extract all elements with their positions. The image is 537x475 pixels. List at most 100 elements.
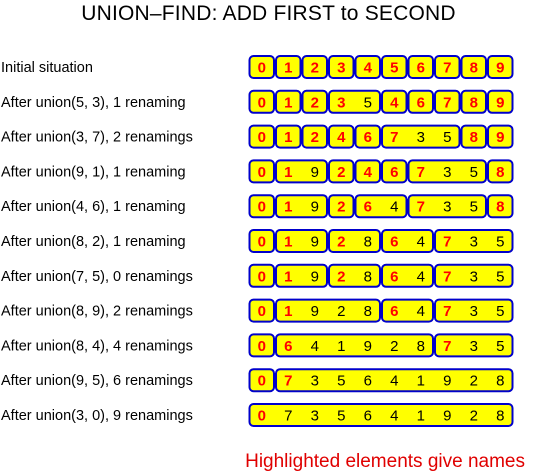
set-element: 3 bbox=[443, 164, 451, 181]
set-element: 2 bbox=[470, 373, 478, 390]
set-box bbox=[460, 89, 487, 114]
set-box bbox=[381, 55, 408, 79]
set-representative: 0 bbox=[258, 373, 266, 390]
set-element: 5 bbox=[443, 129, 451, 146]
set-box bbox=[354, 55, 381, 79]
set-representative: 6 bbox=[284, 338, 292, 355]
set-representative: 2 bbox=[337, 164, 345, 181]
set-element: 1 bbox=[417, 373, 425, 390]
set-representative: 3 bbox=[337, 60, 345, 77]
set-representative: 0 bbox=[258, 408, 266, 425]
set-box bbox=[434, 333, 514, 358]
set-element: 4 bbox=[390, 373, 398, 390]
set-element: 8 bbox=[496, 373, 504, 390]
set-element: 1 bbox=[337, 338, 345, 355]
set-box bbox=[275, 368, 514, 393]
set-representative: 1 bbox=[284, 60, 292, 77]
set-representative: 6 bbox=[364, 199, 372, 216]
set-representative: 3 bbox=[337, 94, 345, 111]
set-representative: 6 bbox=[390, 164, 398, 181]
set-representative: 0 bbox=[258, 199, 266, 216]
set-element: 4 bbox=[311, 338, 319, 355]
set-element: 2 bbox=[470, 408, 478, 425]
set-representative: 1 bbox=[284, 129, 292, 146]
set-representative: 7 bbox=[443, 338, 451, 355]
set-representative: 7 bbox=[417, 164, 425, 181]
set-representative: 1 bbox=[284, 268, 292, 285]
set-element: 5 bbox=[496, 338, 504, 355]
set-box bbox=[248, 403, 514, 427]
diagram-title: UNION–FIND: ADD FIRST to SECOND bbox=[81, 2, 456, 25]
set-representative: 6 bbox=[417, 60, 425, 77]
set-element: 4 bbox=[417, 303, 425, 320]
set-representative: 7 bbox=[443, 268, 451, 285]
set-representative: 6 bbox=[390, 268, 398, 285]
set-representative: 8 bbox=[470, 60, 478, 77]
set-representative: 8 bbox=[470, 94, 478, 111]
step-label: After union(3, 7), 2 renamings bbox=[1, 130, 193, 146]
set-box bbox=[328, 55, 355, 79]
step-label: After union(8, 4), 4 renamings bbox=[1, 338, 193, 354]
set-element: 4 bbox=[417, 268, 425, 285]
set-box bbox=[328, 159, 355, 184]
set-element: 9 bbox=[311, 303, 319, 320]
set-element: 8 bbox=[364, 268, 372, 285]
set-box bbox=[301, 124, 328, 149]
set-box bbox=[381, 159, 408, 184]
set-box bbox=[328, 89, 381, 114]
set-representative: 4 bbox=[364, 60, 373, 77]
set-box bbox=[248, 194, 275, 219]
step-label: After union(9, 5), 6 renamings bbox=[1, 373, 193, 389]
set-element: 5 bbox=[496, 303, 504, 320]
set-element: 9 bbox=[364, 338, 372, 355]
set-element: 2 bbox=[390, 338, 398, 355]
set-element: 9 bbox=[311, 199, 319, 216]
set-element: 3 bbox=[470, 268, 478, 285]
set-representative: 7 bbox=[443, 60, 451, 77]
set-box bbox=[354, 124, 381, 149]
set-box bbox=[275, 159, 328, 184]
set-representative: 5 bbox=[390, 60, 398, 77]
set-box bbox=[275, 55, 302, 79]
set-representative: 7 bbox=[443, 234, 451, 251]
set-box bbox=[248, 124, 275, 149]
set-box bbox=[275, 298, 381, 323]
set-element: 8 bbox=[496, 408, 504, 425]
set-representative: 2 bbox=[337, 268, 345, 285]
set-box bbox=[328, 194, 355, 219]
set-representative: 1 bbox=[284, 164, 292, 181]
set-box bbox=[407, 89, 434, 114]
set-representative: 8 bbox=[496, 164, 504, 181]
set-representative: 4 bbox=[364, 164, 373, 181]
set-element: 8 bbox=[364, 234, 372, 251]
set-representative: 1 bbox=[284, 234, 292, 251]
set-element: 9 bbox=[311, 164, 319, 181]
set-representative: 4 bbox=[390, 94, 399, 111]
set-box bbox=[275, 124, 302, 149]
set-box bbox=[328, 229, 381, 253]
set-box bbox=[487, 89, 514, 114]
set-representative: 6 bbox=[390, 234, 398, 251]
set-box bbox=[248, 298, 275, 323]
set-element: 6 bbox=[364, 408, 372, 425]
set-representative: 9 bbox=[496, 60, 504, 77]
set-box bbox=[248, 159, 275, 184]
set-representative: 0 bbox=[258, 268, 266, 285]
set-representative: 8 bbox=[470, 129, 478, 146]
set-box bbox=[248, 89, 275, 114]
set-representative: 2 bbox=[311, 129, 319, 146]
set-representative: 8 bbox=[496, 199, 504, 216]
set-representative: 1 bbox=[284, 94, 292, 111]
set-box bbox=[248, 368, 275, 393]
set-representative: 0 bbox=[258, 303, 266, 320]
set-representative: 0 bbox=[258, 338, 266, 355]
set-box bbox=[328, 263, 381, 288]
set-box bbox=[407, 55, 434, 79]
set-box bbox=[487, 194, 514, 219]
